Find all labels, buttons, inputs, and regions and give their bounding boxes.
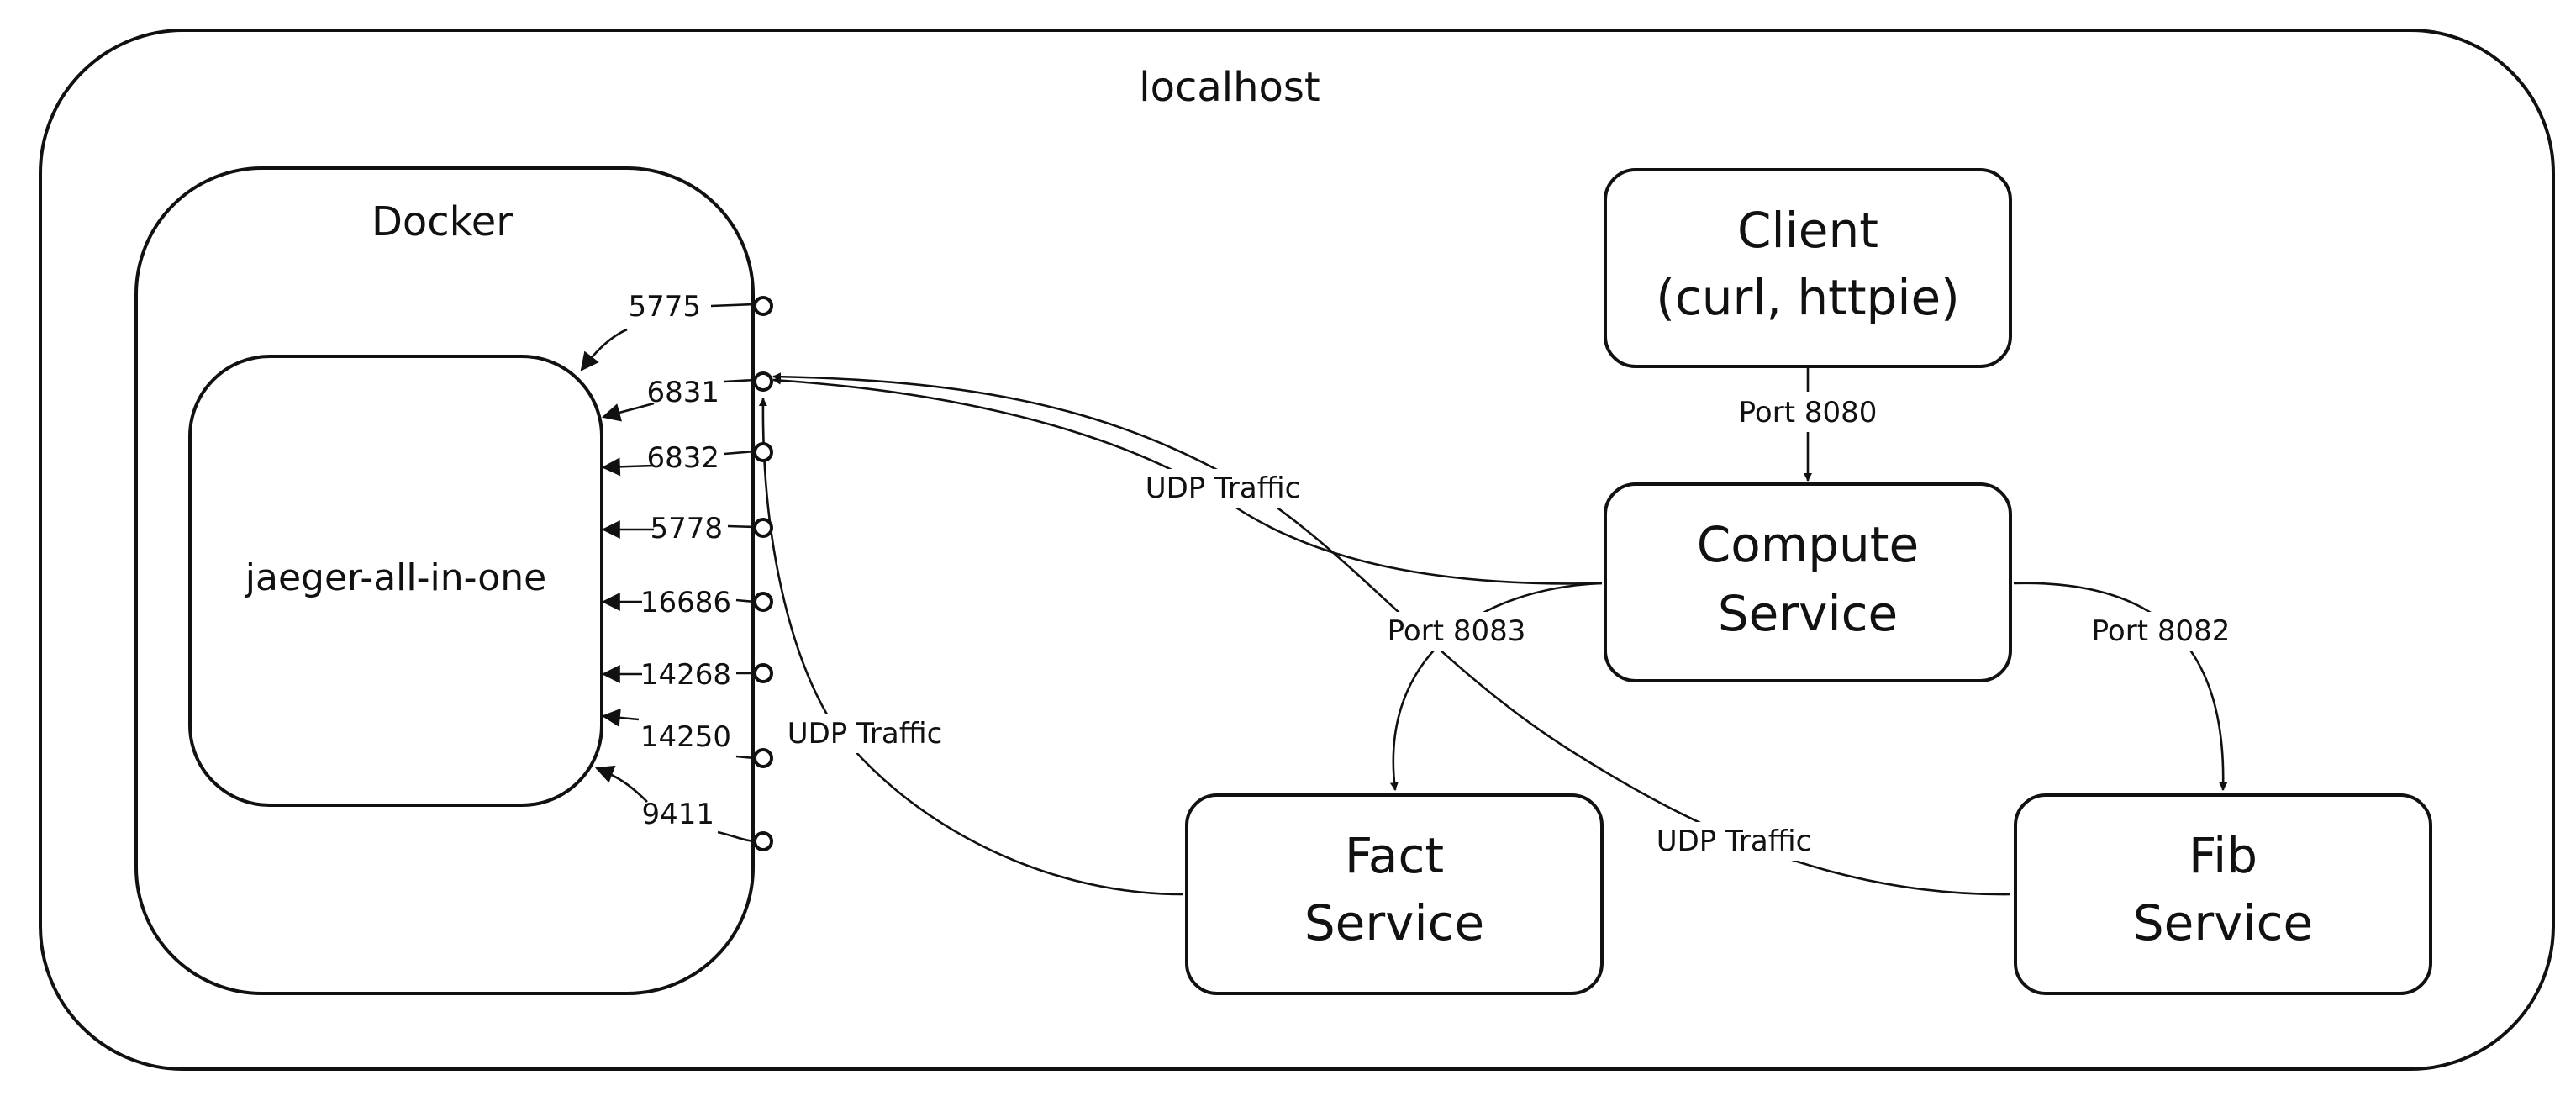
edge-label-udp-fact: UDP Traffic (788, 717, 943, 751)
fib-service-box: Fib Service (2014, 793, 2432, 995)
fact-line1: Fact (1345, 827, 1444, 884)
port-labels: 5775 6831 6832 5778 16686 14268 14250 94… (628, 290, 731, 831)
compute-service-box: Compute Service (1604, 482, 2012, 682)
port-label: 14268 (640, 658, 731, 692)
jaeger-label: jaeger-all-in-one (245, 556, 546, 599)
port-circle (753, 592, 773, 612)
port-label: 5775 (628, 290, 701, 324)
client-line2: (curl, httpie) (1656, 269, 1960, 326)
docker-title: Docker (371, 198, 513, 245)
port-circles (753, 296, 773, 851)
port-label: 9411 (641, 798, 714, 831)
port-label: 5778 (650, 512, 723, 545)
edge-fact-udp (758, 398, 1184, 896)
port-circle (753, 663, 773, 683)
port-circle (753, 518, 773, 538)
port-circle (753, 748, 773, 768)
port-label: 6832 (646, 441, 719, 475)
fact-service-box: Fact Service (1185, 793, 1604, 995)
compute-line1: Compute (1697, 516, 1919, 573)
port-circle (753, 296, 773, 316)
edge-label-udp-compute: UDP Traffic (1146, 472, 1301, 505)
localhost-frame: localhost (39, 29, 2555, 1071)
port-leaders (710, 303, 756, 843)
client-box: Client (curl, httpie) (1604, 168, 2012, 368)
localhost-title: localhost (1139, 64, 1320, 111)
fib-line1: Fib (2189, 827, 2257, 884)
port-label: 16686 (640, 586, 731, 619)
edge-label-udp-fib: UDP Traffic (1657, 825, 1812, 858)
port-label: 6831 (646, 376, 719, 409)
port-circle (753, 442, 773, 462)
client-line1: Client (1737, 202, 1878, 259)
port-label: 14250 (640, 720, 731, 754)
docker-frame: Docker (134, 166, 755, 995)
jaeger-container: jaeger-all-in-one (188, 355, 603, 807)
edge-label-port-8082: Port 8082 (2092, 614, 2231, 648)
edge-label-port-8083: Port 8083 (1388, 614, 1526, 648)
fact-line2: Service (1304, 894, 1484, 951)
port-arrows (580, 328, 655, 803)
port-circle (753, 831, 773, 851)
port-circle (753, 371, 773, 392)
edge-labels: Port 8080 Port 8083 Port 8082 UDP Traffi… (785, 392, 2231, 861)
fib-line2: Service (2133, 894, 2313, 951)
compute-line2: Service (1718, 585, 1898, 642)
edge-label-port-8080: Port 8080 (1739, 396, 1878, 429)
